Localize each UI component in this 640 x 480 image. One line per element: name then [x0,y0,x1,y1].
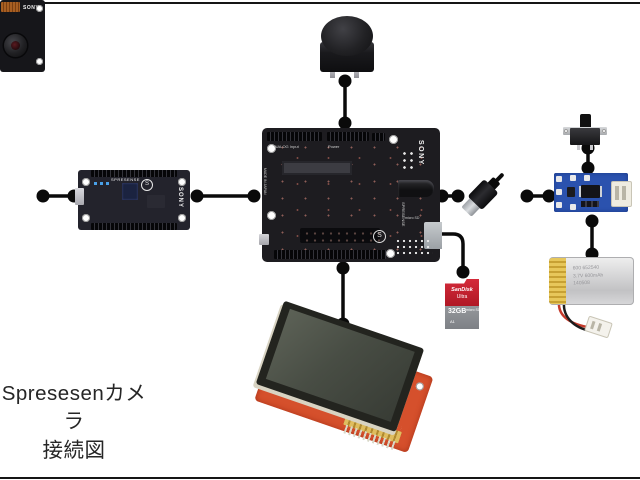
screw-hole [389,135,398,144]
spresense-logo-icon: S [141,179,153,191]
pin-header [327,132,369,141]
socket-header [300,228,380,243]
tact-button [318,14,376,78]
cxd5602-chip [122,183,138,200]
battery-pleat-edge [549,258,566,304]
title-line2: 接続図 [42,438,106,462]
board-silk-label: SPRESENSE [111,177,140,182]
sd-card: SanDisk Ultra 32GB micro SD A1 [445,279,479,329]
micro-usb-port [75,188,84,205]
silk-microsd-label: micro SD [405,216,420,220]
screw-hole [414,381,425,392]
battery-label: 600 652540 3.7V 600mAh 140508 [573,264,604,288]
led-row [94,182,112,185]
flash-chip [147,195,165,208]
connector-usb-to-charger [520,189,556,203]
camera-flex-connector [1,2,20,12]
screw-hole [564,129,568,133]
button-pin [354,66,359,78]
camera-lens-iris [11,41,20,50]
board-to-board-connector [282,161,352,175]
connector-extension-to-usb [435,189,465,203]
jst-connector [611,181,632,207]
screw-hole [602,129,606,133]
usb-port [259,234,269,245]
sd-card-top [445,279,479,306]
switch-body [570,128,600,145]
silk-power-label: Power [328,144,340,149]
charger-chip [581,185,600,198]
screw-hole [178,178,186,186]
solder-pad [570,204,576,210]
battery-label-line3: 140508 [573,279,591,287]
sd-series-label: Ultra [456,294,468,300]
connector-charger-to-battery [585,214,599,261]
screw-hole [82,178,90,186]
sd-brand-label: SanDisk [451,287,473,293]
board-brand-label: SONY [417,140,424,166]
solder-pad [556,202,562,208]
lipo-battery: 600 652540 3.7V 600mAh 140508 [549,257,634,305]
slide-border-top [0,2,640,4]
silk-madein-label: MADE IN JAPAN [263,168,267,195]
camera-module: SONY [0,0,45,72]
pinhole-grid [395,238,433,257]
pin-header [91,170,177,177]
diagram-title: Spresesenカメラ 接続図 [0,380,154,465]
screw-hole [82,214,90,222]
title-line1: Spresesenカメラ [1,382,147,434]
connector-button-to-extension [338,74,352,130]
tft-lcd-module [252,300,440,453]
solder-pad [584,175,590,181]
button-cap [321,16,373,56]
solder-pad [570,175,576,181]
switch-pin [577,145,580,150]
regulator-chip [567,187,575,197]
capacitor-row [581,201,599,207]
switch-knob [580,114,591,131]
audio-jack [398,180,434,197]
solder-pad [556,176,562,182]
switch-pin [590,145,593,150]
board-silk-label: SPRESENSE [401,202,406,227]
button-pin [330,66,335,78]
pin-header [267,132,322,141]
sd-card-bottom [445,306,479,329]
camera-brand-label: SONY [23,5,40,11]
pin-header [91,223,177,230]
pin-header [372,133,385,141]
screw-hole [386,249,395,258]
screw-hole [36,5,43,12]
board-brand-label: SONY [177,187,183,209]
slide-border-bottom [0,477,640,479]
spresense-main-board: SPRESENSE S SONY [75,170,190,230]
extension-board: ANALOG Input Power MADE IN JAPAN SONY SP… [259,128,442,262]
pad-grid [401,150,415,170]
connector-mainboard-to-extension [190,189,261,203]
sd-class-label: A1 [450,319,455,324]
spresense-logo-icon: S [373,230,386,243]
screw-hole [36,58,43,65]
solder-pad [556,189,562,195]
connector-camera-to-mainboard [36,189,81,203]
screw-hole [267,211,276,220]
screw-hole [178,214,186,222]
charger-board [554,173,632,212]
sd-capacity-label: 32GB [448,308,467,315]
silk-analog-label: ANALOG Input [272,144,299,149]
slide-switch [563,113,607,150]
screw-hole [267,144,276,153]
pin-header [274,250,386,259]
sd-logo: micro SD [466,308,481,312]
